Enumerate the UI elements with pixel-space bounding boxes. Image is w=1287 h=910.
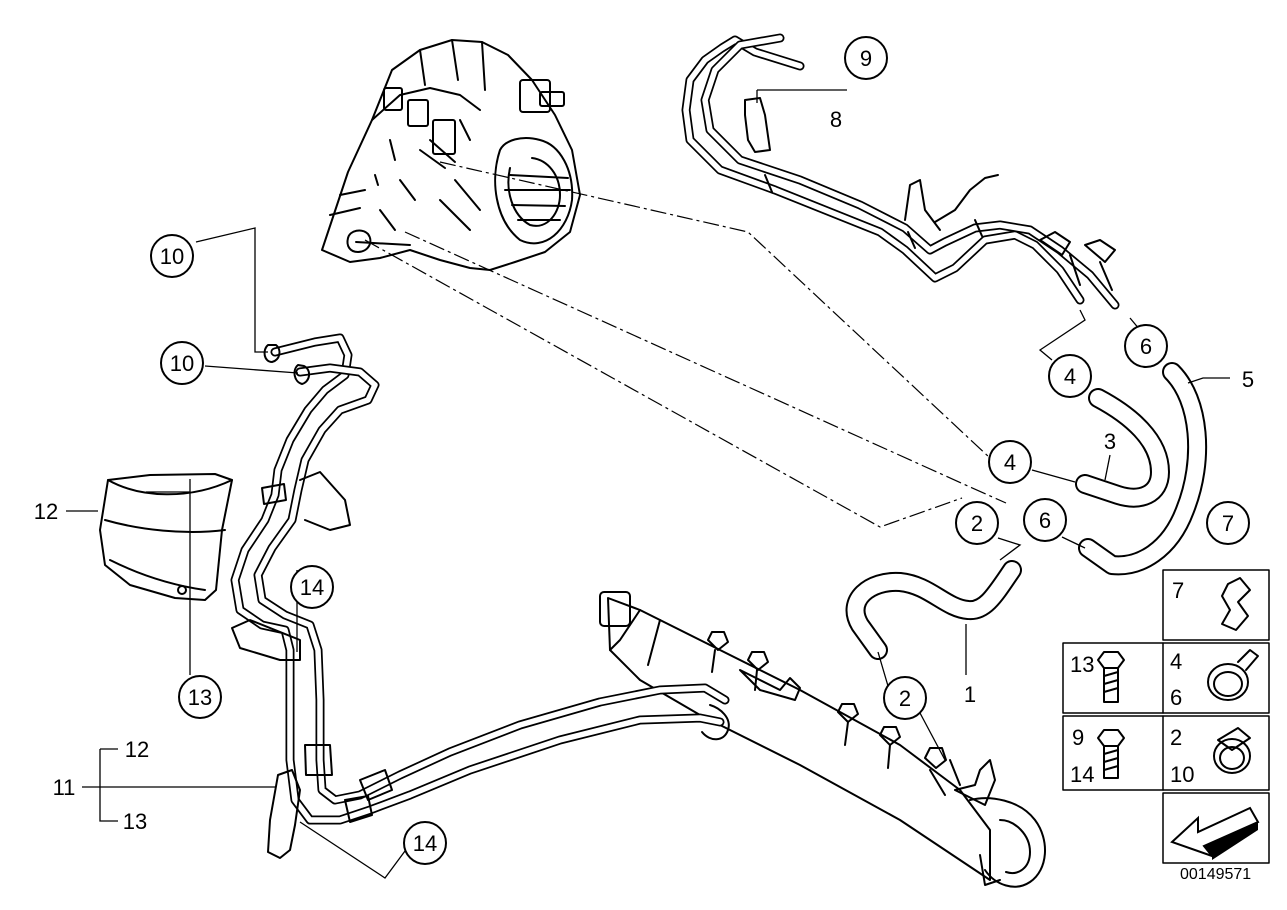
leakage-line-8 (681, 33, 1120, 310)
legend-9: 9 (1072, 725, 1084, 750)
callout-circle (1206, 501, 1250, 545)
callout-circle (1124, 324, 1168, 368)
hose-3 (1075, 388, 1170, 508)
heat-shield-12 (99, 473, 233, 601)
callout-circle (1023, 498, 1067, 542)
callout-c7: 7 (1206, 501, 1250, 545)
callout-c4b: 4 (988, 440, 1032, 484)
callout-c13b: 13 (123, 809, 147, 834)
callout-label: 14 (413, 831, 437, 856)
assembly-lines (364, 161, 1007, 528)
callout-c11: 11 (53, 775, 76, 800)
callout-circle (988, 440, 1032, 484)
callout-label: 6 (1140, 334, 1152, 359)
legend-2: 2 (1170, 725, 1182, 750)
callout-circle (403, 821, 447, 865)
callout-c10a: 10 (150, 234, 194, 278)
callout-label: 9 (860, 46, 872, 71)
callout-c12a: 12 (34, 499, 58, 524)
screw-clamp-icon (1213, 727, 1251, 774)
legend-text: 7 13 4 6 9 14 2 10 (1070, 578, 1194, 787)
callout-c1: 1 (964, 682, 976, 707)
callout-c13a: 13 (178, 675, 222, 719)
callout-c3: 3 (1104, 429, 1116, 454)
callout-label: 2 (971, 511, 983, 536)
callout-circle (290, 565, 334, 609)
callout-c6b: 6 (1023, 498, 1067, 542)
hose-clamp-icon (1207, 649, 1259, 701)
callout-label: 4 (1004, 450, 1016, 475)
clip-icon (1221, 577, 1251, 631)
callout-label: 1 (964, 682, 976, 707)
callout-c2a: 2 (955, 501, 999, 545)
callout-label: 4 (1064, 364, 1076, 389)
callout-c10b: 10 (160, 341, 204, 385)
callout-label: 13 (123, 809, 147, 834)
callout-circle (844, 36, 888, 80)
callout-c9: 9 (844, 36, 888, 80)
arrow-symbol-icon (1170, 806, 1260, 860)
callout-c5: 5 (1242, 367, 1254, 392)
callout-circle (1048, 354, 1092, 398)
callout-label: 10 (160, 244, 184, 269)
leader-lines (66, 89, 1230, 879)
callout-label: 6 (1039, 508, 1051, 533)
callout-label: 10 (170, 351, 194, 376)
callout-label: 3 (1104, 429, 1116, 454)
callout-c4a: 4 (1048, 354, 1092, 398)
legend-13: 13 (1070, 652, 1094, 677)
legend-7: 7 (1172, 578, 1184, 603)
callout-c14b: 14 (403, 821, 447, 865)
callout-label: 2 (899, 686, 911, 711)
hose-1 (845, 560, 1022, 660)
callout-label: 14 (300, 575, 324, 600)
callout-label: 12 (125, 737, 149, 762)
callout-label: 8 (830, 107, 842, 132)
callout-c14a: 14 (290, 565, 334, 609)
legend-grid (1062, 569, 1270, 864)
callout-circle (178, 675, 222, 719)
callout-label: 5 (1242, 367, 1254, 392)
callout-circle (955, 501, 999, 545)
diagram-code: 00149571 (1180, 866, 1252, 883)
callout-label: 12 (34, 499, 58, 524)
hose-5 (1078, 362, 1208, 576)
fuel-rail (599, 591, 1047, 888)
callout-c2b: 2 (883, 676, 927, 720)
callout-label: 13 (188, 685, 212, 710)
legend-6: 6 (1170, 685, 1182, 710)
callout-c6a: 6 (1124, 324, 1168, 368)
callout-circle (150, 234, 194, 278)
callout-circle (160, 341, 204, 385)
legend-14: 14 (1070, 762, 1094, 787)
legend-10: 10 (1170, 762, 1194, 787)
callout-c8: 8 (830, 107, 842, 132)
callout-label: 11 (53, 775, 76, 800)
bolt-icon-2 (1097, 729, 1125, 779)
high-pressure-pump (321, 39, 581, 271)
callout-c12b: 12 (125, 737, 149, 762)
callout-circle (883, 676, 927, 720)
bolt-icon (1097, 651, 1125, 703)
callout-label: 7 (1222, 511, 1234, 536)
legend-4: 4 (1170, 649, 1182, 674)
